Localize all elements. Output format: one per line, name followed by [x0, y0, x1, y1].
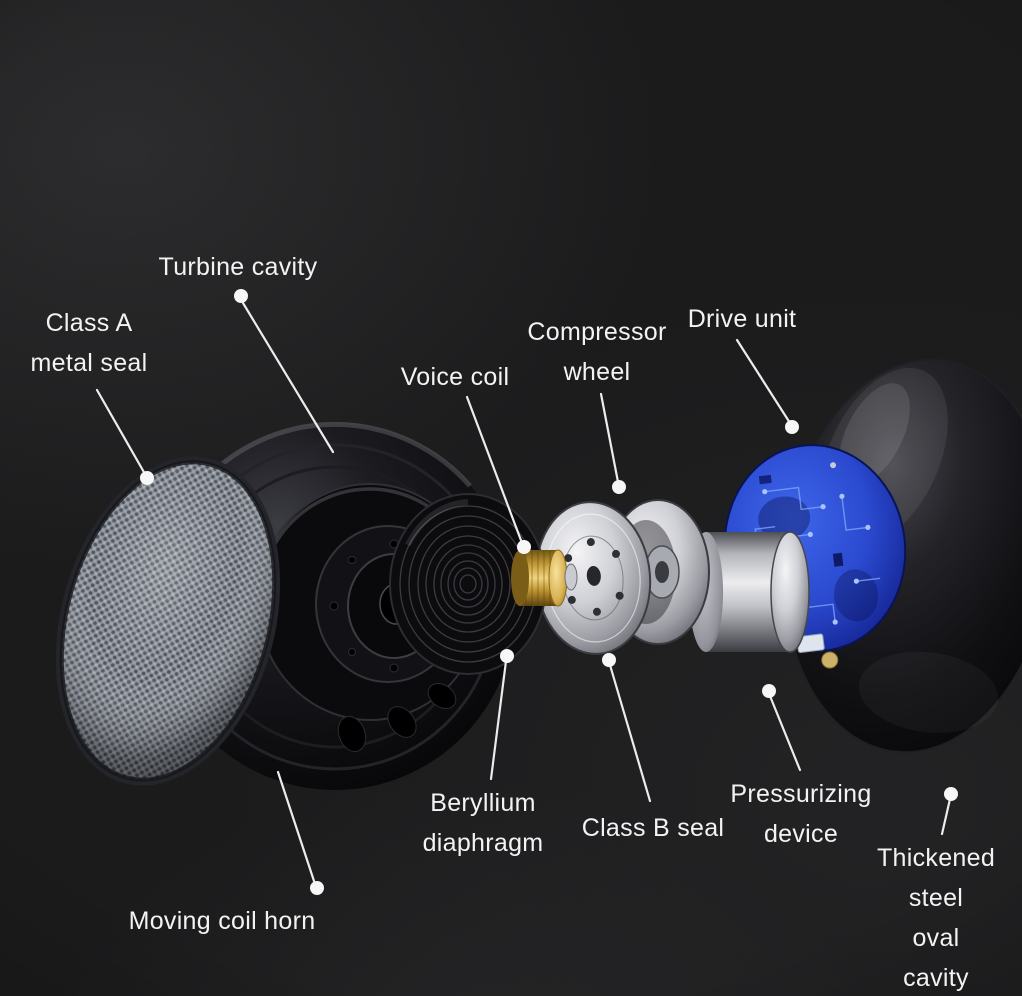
label-drive-unit: Drive unit	[687, 305, 797, 333]
leader-compressor-wheel	[599, 392, 620, 484]
label-beryllium-diaphragm: Beryllium diaphragm	[422, 789, 544, 857]
leader-dot-moving-coil-horn	[310, 881, 324, 895]
label-class-b-seal: Class B seal	[581, 814, 725, 842]
leader-dot-drive-unit	[785, 420, 799, 434]
label-turbine-cavity: Turbine cavity	[158, 253, 318, 281]
label-voice-coil: Voice coil	[400, 363, 510, 391]
leader-dot-voice-coil	[517, 540, 531, 554]
label-thickened-steel-oval-cavity: Thickened steel oval cavity	[876, 844, 996, 992]
leader-dot-beryllium-diaphragm	[500, 649, 514, 663]
leader-turbine-cavity	[241, 301, 335, 454]
leader-dot-compressor-wheel	[612, 480, 626, 494]
leader-beryllium-diaphragm	[489, 659, 508, 781]
leader-dot-turbine-cavity	[234, 289, 248, 303]
leader-dot-class-b-seal	[602, 653, 616, 667]
part-voice-coil	[511, 549, 578, 607]
label-moving-coil-horn: Moving coil horn	[128, 907, 316, 935]
label-class-a-metal-seal: Class A metal seal	[30, 309, 148, 377]
leader-moving-coil-horn	[276, 770, 316, 883]
leader-dot-thickened-steel-oval-cavity	[944, 787, 958, 801]
leader-class-a-metal-seal	[95, 388, 147, 476]
part-class-b-seal	[534, 501, 652, 655]
leader-pressurizing-device	[768, 694, 802, 772]
leader-lines	[95, 289, 958, 895]
leader-dot-class-a-metal-seal	[140, 471, 154, 485]
leader-dot-pressurizing-device	[762, 684, 776, 698]
part-class-a-metal-seal-mesh	[55, 456, 281, 786]
leader-drive-unit	[735, 338, 792, 425]
label-compressor-wheel: Compressor wheel	[527, 318, 667, 386]
leader-thickened-steel-oval-cavity	[940, 797, 952, 836]
leader-class-b-seal	[608, 663, 652, 803]
leader-voice-coil	[465, 395, 524, 545]
label-pressurizing-device: Pressurizing device	[730, 780, 872, 848]
